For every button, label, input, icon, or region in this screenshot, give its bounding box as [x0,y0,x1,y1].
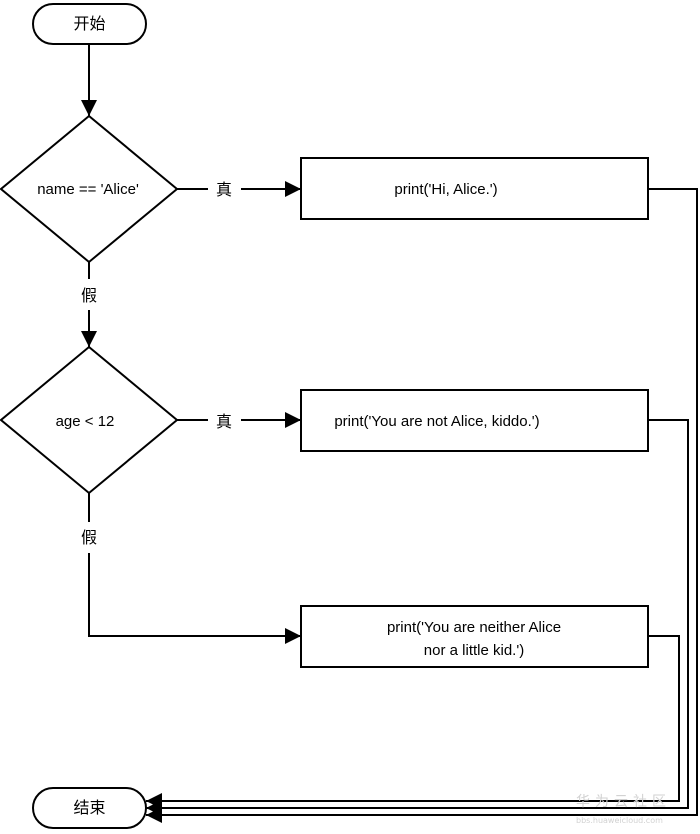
watermark: 华为云社区 bbs.huaweicloud.com [576,794,671,825]
process-print-hi: print('Hi, Alice.') [300,157,649,220]
watermark-url: bbs.huaweicloud.com [576,816,663,825]
edge-label-true-2: 真 [216,412,232,431]
end-label: 结束 [73,798,105,817]
watermark-text: 华为云社区 [576,794,671,810]
process-neither-label-line1: print('You are neither Alice [387,619,561,636]
edge-neither-to-end [146,635,680,809]
decision-name-check: name == 'Alice' [0,114,179,264]
process-print-kiddo: print('You are not Alice, kiddo.') [300,389,649,452]
decision-age-check: age < 12 [0,345,179,495]
start-label: 开始 [73,14,105,33]
edge-label-false-1: 假 [81,286,97,305]
process-kiddo-label: print('You are not Alice, kiddo.') [334,413,539,430]
edge-hi-to-end [146,188,698,823]
end-node: 结束 [32,787,147,829]
start-node: 开始 [32,3,147,45]
edge-label-true-1: 真 [216,180,232,199]
process-neither-label-line2: nor a little kid.') [424,642,524,659]
process-print-neither: print('You are neither Alice nor a littl… [300,605,649,668]
edge-kiddo-to-end [146,419,689,816]
process-hi-label: print('Hi, Alice.') [394,181,497,198]
decision-name-label: name == 'Alice' [37,181,139,198]
decision-age-label: age < 12 [56,413,115,430]
edge-false-2-to-neither [88,553,301,644]
edge-label-false-2: 假 [81,528,97,547]
